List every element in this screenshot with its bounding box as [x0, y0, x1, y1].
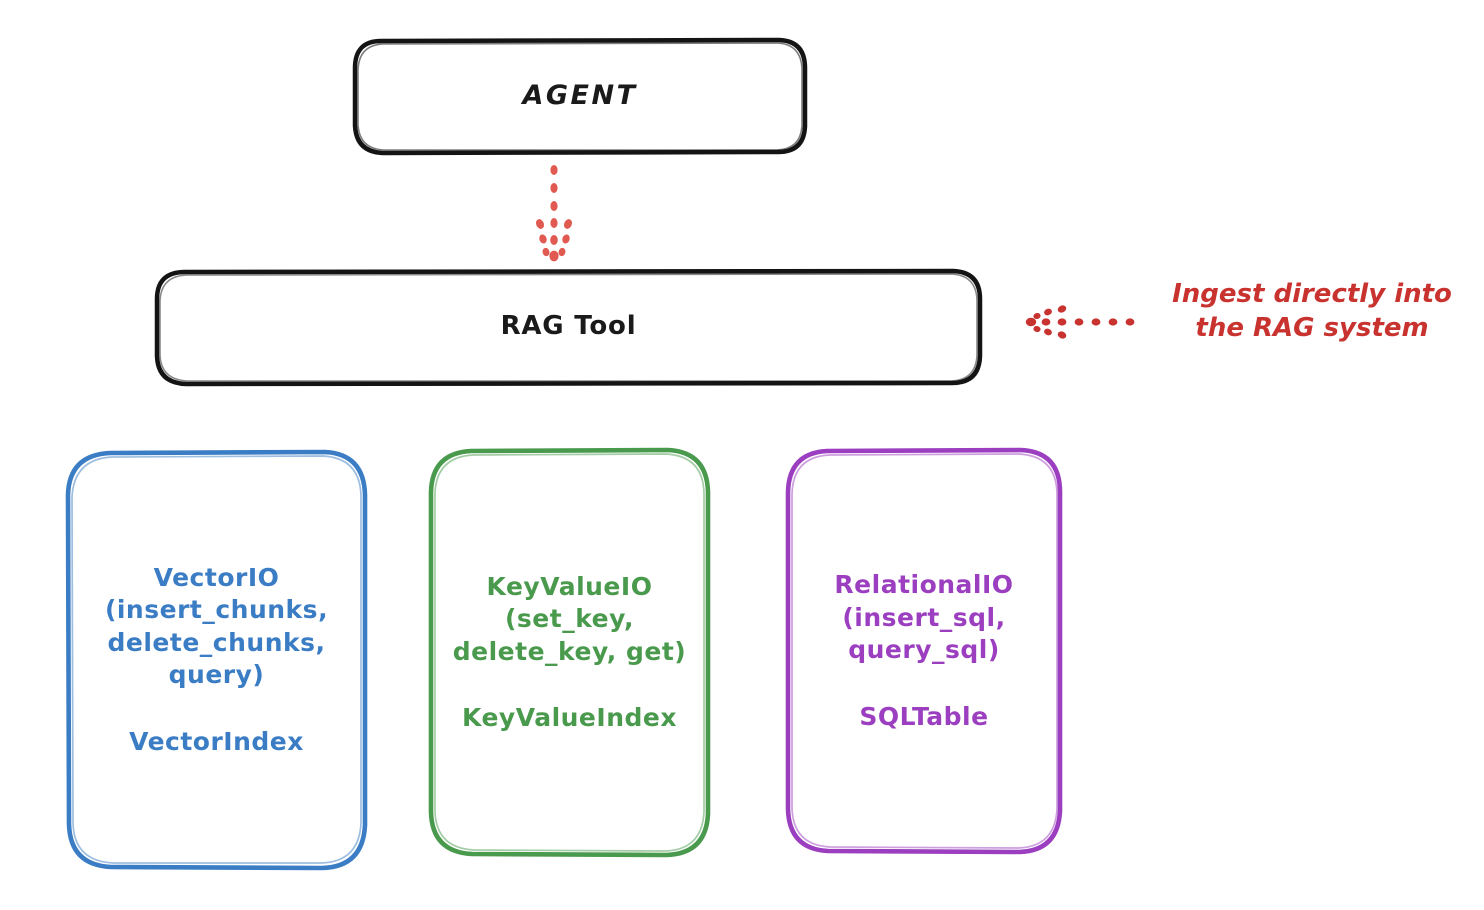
sql-table-label: SQLTable [859, 701, 989, 731]
agent-label: AGENT [522, 80, 638, 112]
rag-tool-node[interactable]: RAG Tool [157, 271, 980, 383]
rag-tool-box-outline [154, 268, 983, 387]
relational-io-label: RelationalIO (insert_sql, query_sql) [834, 570, 1014, 664]
vector-io-label: VectorIO (insert_chunks, delete_chunks, … [104, 562, 329, 690]
key-value-io-label: KeyValueIO (set_key, delete_key, get) [452, 571, 687, 666]
rag-tool-label: RAG Tool [500, 311, 637, 342]
key-value-io-box-outline [428, 447, 711, 858]
vector-index-label: VectorIndex [129, 726, 304, 756]
key-value-index-label: KeyValueIndex [462, 703, 677, 732]
relational-io-node[interactable]: RelationalIO (insert_sql, query_sql) SQL… [788, 450, 1060, 852]
relational-io-box-outline [785, 447, 1063, 855]
agent-to-rag-tool-arrow [535, 165, 573, 262]
agent-node[interactable]: AGENT [355, 40, 805, 153]
vector-io-box-outline [65, 449, 368, 871]
agent-box-outline [352, 37, 808, 156]
ingest-annotation-text: Ingest directly into the RAG system [1172, 279, 1452, 343]
key-value-io-node[interactable]: KeyValueIO (set_key, delete_key, get) Ke… [431, 450, 708, 855]
vector-io-node[interactable]: VectorIO (insert_chunks, delete_chunks, … [68, 452, 365, 868]
ingest-note-arrow [1025, 305, 1135, 339]
